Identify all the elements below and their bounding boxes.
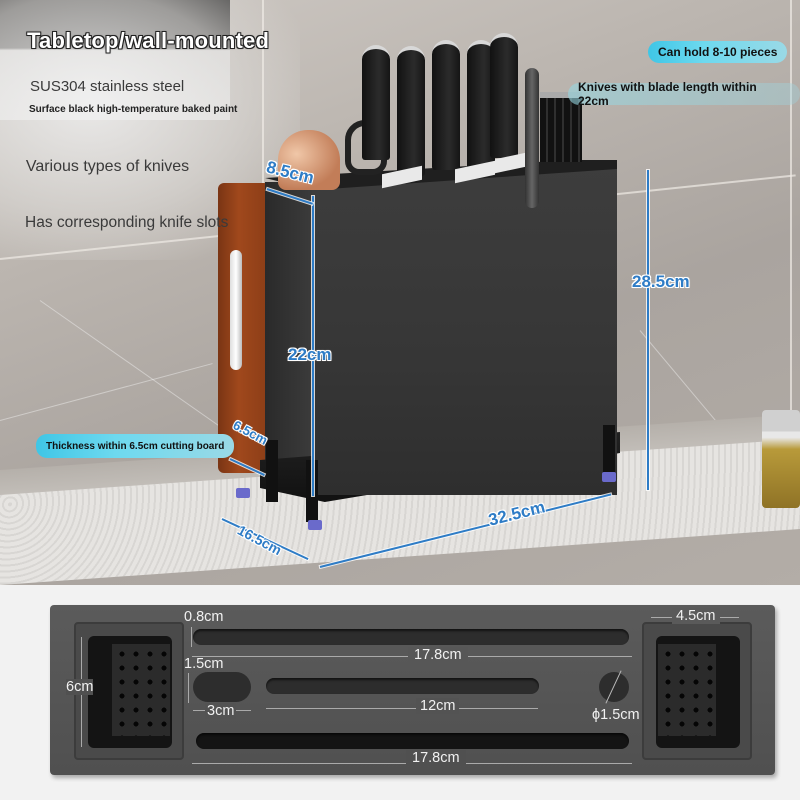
dimension-line-total-height (647, 170, 649, 490)
spoons-icon (278, 130, 340, 190)
tile-grout (790, 0, 792, 480)
knife-types-text: Various types of knives (25, 158, 190, 175)
finish-text: Surface black high-temperature baked pai… (29, 104, 238, 115)
label-cup-height: 6cm (66, 679, 94, 695)
rack-foot (236, 488, 250, 498)
label-oval-width: 3cm (205, 703, 237, 719)
label-top-slot-length: 17.8cm (408, 647, 468, 663)
material-text: SUS304 stainless steel (30, 78, 185, 95)
label-cup-width: 4.5cm (672, 608, 720, 624)
rack-foot (602, 472, 616, 482)
label-bottom-slot-length: 17.8cm (406, 750, 466, 766)
knife-slot-top (193, 629, 629, 645)
knife-icon (432, 40, 460, 170)
dimension-line-height (312, 196, 314, 496)
knife-icon (490, 33, 518, 158)
guide-slot-width (191, 627, 192, 647)
guide-middle-slot (266, 708, 538, 709)
cutting-board (218, 183, 270, 473)
cup-opening (656, 636, 740, 748)
cutting-board-handle (230, 250, 242, 370)
product-scene: Tabletop/wall-mounted SUS304 stainless s… (0, 0, 800, 585)
label-oval-height: 1.5cm (184, 656, 224, 672)
top-view-diagram: 0.8cm 17.8cm 1.5cm 3cm 12cm ϕ1.5cm 17.8c… (50, 605, 775, 775)
capacity-badge: Can hold 8-10 pieces (648, 41, 788, 63)
knife-icon (362, 45, 390, 160)
oval-hole (193, 672, 251, 702)
rack-foot (308, 520, 322, 530)
cup-opening (88, 636, 172, 748)
rack-leg (266, 440, 278, 502)
knife-icon (397, 46, 425, 176)
headline: Tabletop/wall-mounted (27, 28, 270, 53)
marble-vein (0, 363, 213, 421)
rack-leg (603, 425, 615, 480)
knife-slot-bottom (196, 733, 629, 749)
label-slot-width: 0.8cm (184, 609, 224, 625)
sharpening-steel-icon (525, 68, 539, 208)
utensil-cup-right (642, 622, 752, 760)
dimension-body-height: 22cm (288, 345, 332, 364)
knife-slots-text: Has corresponding knife slots (25, 214, 229, 231)
label-round-hole: ϕ1.5cm (592, 707, 640, 723)
dimension-total-height: 28.5cm (632, 272, 690, 291)
label-middle-slot-length: 12cm (416, 698, 460, 714)
cutting-board-badge: Thickness within 6.5cm cutting board (36, 434, 235, 458)
cup-drain-basket (112, 644, 170, 736)
blade-length-badge: Knives with blade length within 22cm (568, 80, 800, 108)
rack-side-panel (265, 182, 315, 487)
cup-drain-basket (658, 644, 716, 736)
guide-oval-height (188, 673, 189, 703)
spice-shaker (762, 410, 800, 508)
rack-front-panel (312, 165, 617, 495)
knife-slot-middle (266, 678, 539, 694)
